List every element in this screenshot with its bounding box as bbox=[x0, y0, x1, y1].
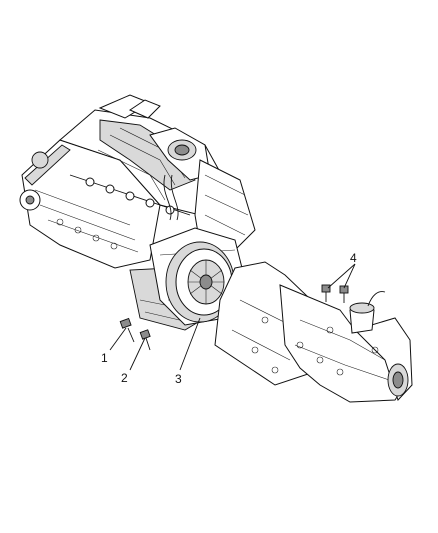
bolt-2 bbox=[139, 329, 151, 351]
bolt-1 bbox=[119, 317, 135, 343]
callout-leaders bbox=[109, 263, 356, 371]
bolt-4b bbox=[339, 285, 349, 303]
callout-4: 4 bbox=[350, 251, 357, 265]
bolt-4a bbox=[321, 284, 331, 302]
transmission bbox=[214, 261, 413, 403]
callout-3: 3 bbox=[175, 372, 182, 386]
callout-1: 1 bbox=[101, 351, 108, 365]
callout-2: 2 bbox=[121, 371, 128, 385]
clutch-assembly bbox=[165, 241, 235, 323]
